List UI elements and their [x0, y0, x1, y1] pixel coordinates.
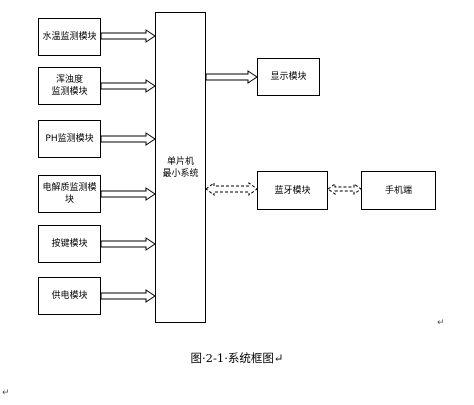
arrow-power-to-mcu: [100, 289, 156, 303]
arrow-keys-to-mcu: [100, 237, 156, 251]
bluetooth-module: 蓝牙模块: [257, 171, 328, 210]
water-temp-module: 水温监测模块: [38, 18, 101, 56]
arrow-electrolyte-to-mcu: [100, 187, 156, 201]
arrow-ph-to-mcu: [100, 132, 156, 146]
display-module: 显示模块: [257, 58, 320, 96]
ph-module: PH监测模块: [38, 120, 101, 158]
arrow-turbidity-to-mcu: [100, 79, 156, 93]
turbidity-module: 浑浊度 监测模块: [38, 67, 101, 105]
arrow-mcu-to-display: [205, 70, 258, 84]
keys-module: 按键模块: [38, 225, 101, 263]
arrow-mcu-bluetooth: [205, 182, 258, 196]
paragraph-mark-left: ↵: [2, 388, 10, 398]
arrow-water-temp-to-mcu: [100, 29, 156, 43]
electrolyte-module: 电解质监测模块: [38, 175, 101, 213]
phone-terminal: 手机端: [361, 171, 436, 210]
paragraph-mark-right: ↵: [437, 318, 445, 328]
power-module: 供电模块: [38, 277, 101, 315]
figure-caption: 图·2-1·系统框图↵: [190, 351, 284, 365]
arrow-bluetooth-phone: [327, 183, 362, 195]
mcu-minimum-system: 单片机 最小系统: [155, 12, 206, 323]
